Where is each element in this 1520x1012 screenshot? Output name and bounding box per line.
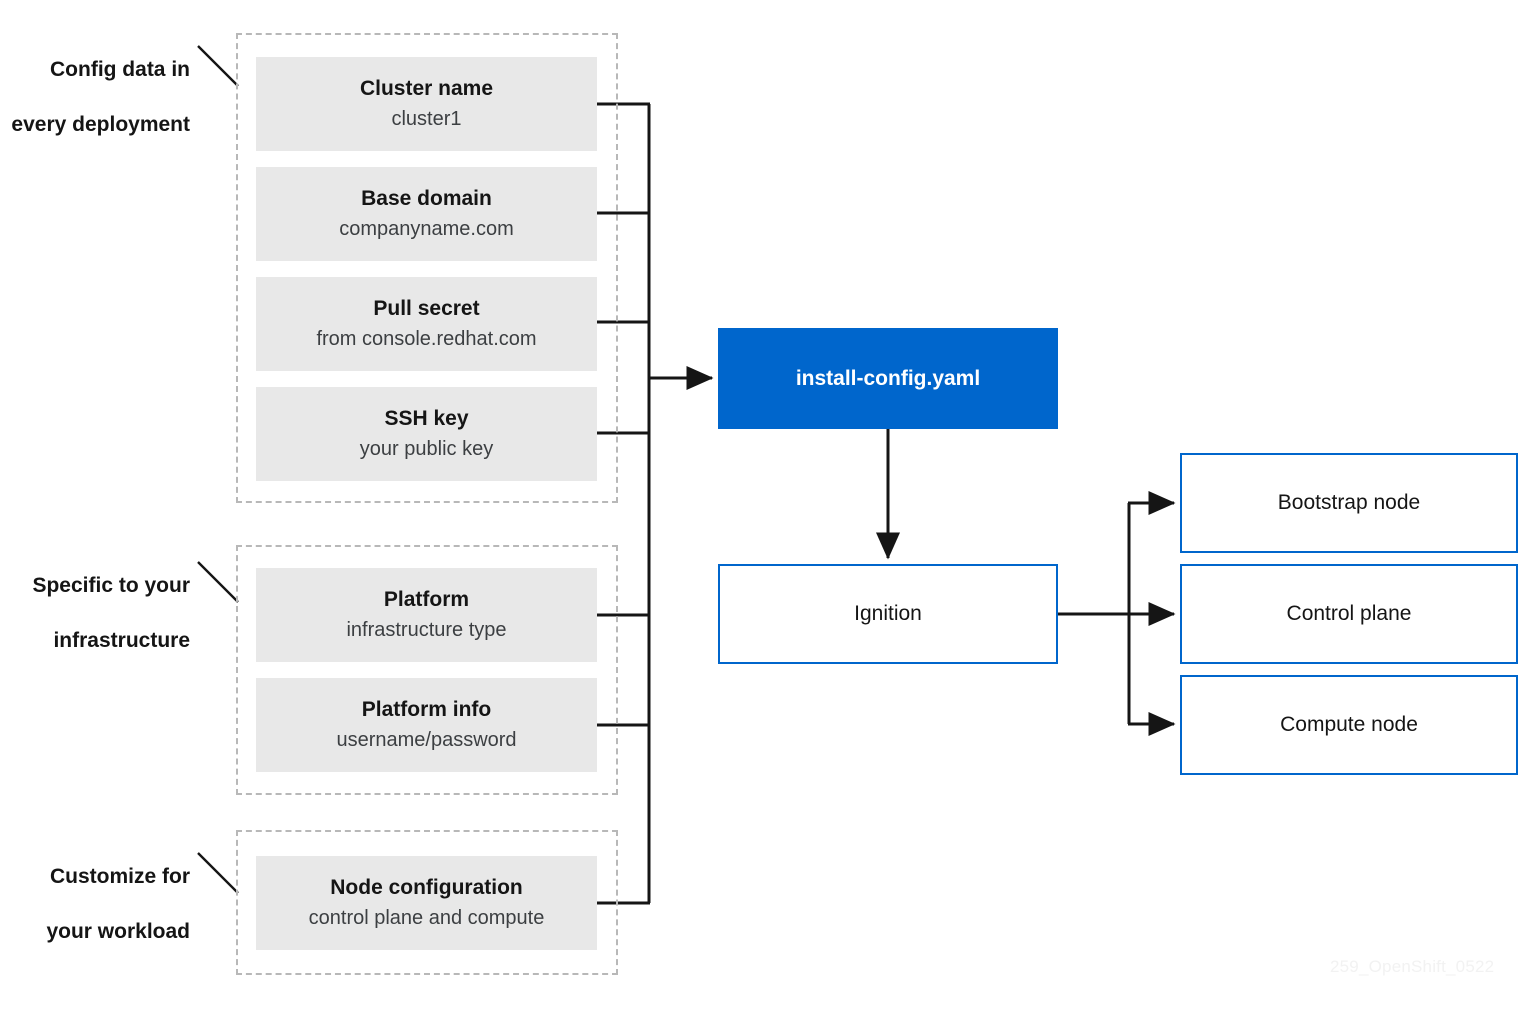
group-caption-infrastructure-line2: infrastructure [53, 629, 190, 653]
card-cluster-name[interactable]: Cluster name cluster1 [256, 57, 597, 151]
leader-line-group-1 [197, 45, 239, 87]
card-platform-info-subtitle: username/password [336, 728, 517, 751]
group-box-workload [236, 830, 618, 975]
group-caption-workload: Customize for your workload [0, 835, 190, 974]
card-node-configuration-title: Node configuration [330, 876, 523, 900]
group-caption-config-data-line2: every deployment [11, 113, 190, 137]
card-node-configuration-subtitle: control plane and compute [308, 906, 545, 929]
card-ssh-key[interactable]: SSH key your public key [256, 387, 597, 481]
card-base-domain-subtitle: companyname.com [339, 217, 514, 240]
watermark-label: 259_OpenShift_0522 [1330, 957, 1495, 976]
leader-line-group-3 [197, 852, 239, 894]
group-box-config-data [236, 33, 618, 503]
card-platform-subtitle: infrastructure type [346, 618, 507, 641]
node-ignition[interactable]: Ignition [718, 564, 1058, 664]
group-caption-workload-line2: your workload [46, 920, 190, 944]
node-control-plane[interactable]: Control plane [1180, 564, 1518, 664]
node-bootstrap-node[interactable]: Bootstrap node [1180, 453, 1518, 553]
card-pull-secret-subtitle: from console.redhat.com [316, 327, 537, 350]
card-platform-info-title: Platform info [361, 698, 492, 722]
group-caption-infrastructure-line1: Specific to your [32, 573, 190, 597]
card-platform-title: Platform [383, 588, 470, 612]
node-install-config-yaml[interactable]: install-config.yaml [718, 328, 1058, 429]
card-ssh-key-title: SSH key [384, 407, 469, 431]
card-pull-secret[interactable]: Pull secret from console.redhat.com [256, 277, 597, 371]
group-caption-config-data-line1: Config data in [50, 57, 190, 81]
card-base-domain[interactable]: Base domain companyname.com [256, 167, 597, 261]
card-ssh-key-subtitle: your public key [359, 437, 494, 460]
card-base-domain-title: Base domain [361, 187, 492, 211]
card-platform-info[interactable]: Platform info username/password [256, 678, 597, 772]
card-cluster-name-subtitle: cluster1 [391, 107, 462, 130]
node-compute-node[interactable]: Compute node [1180, 675, 1518, 775]
group-caption-infrastructure: Specific to your infrastructure [0, 544, 190, 683]
leader-line-group-2 [197, 561, 239, 603]
group-caption-config-data: Config data in every deployment [0, 28, 190, 167]
group-box-infrastructure [236, 545, 618, 795]
group-caption-workload-line1: Customize for [49, 864, 190, 888]
card-cluster-name-title: Cluster name [359, 77, 494, 101]
card-node-configuration[interactable]: Node configuration control plane and com… [256, 856, 597, 950]
card-pull-secret-title: Pull secret [373, 297, 480, 321]
card-platform[interactable]: Platform infrastructure type [256, 568, 597, 662]
